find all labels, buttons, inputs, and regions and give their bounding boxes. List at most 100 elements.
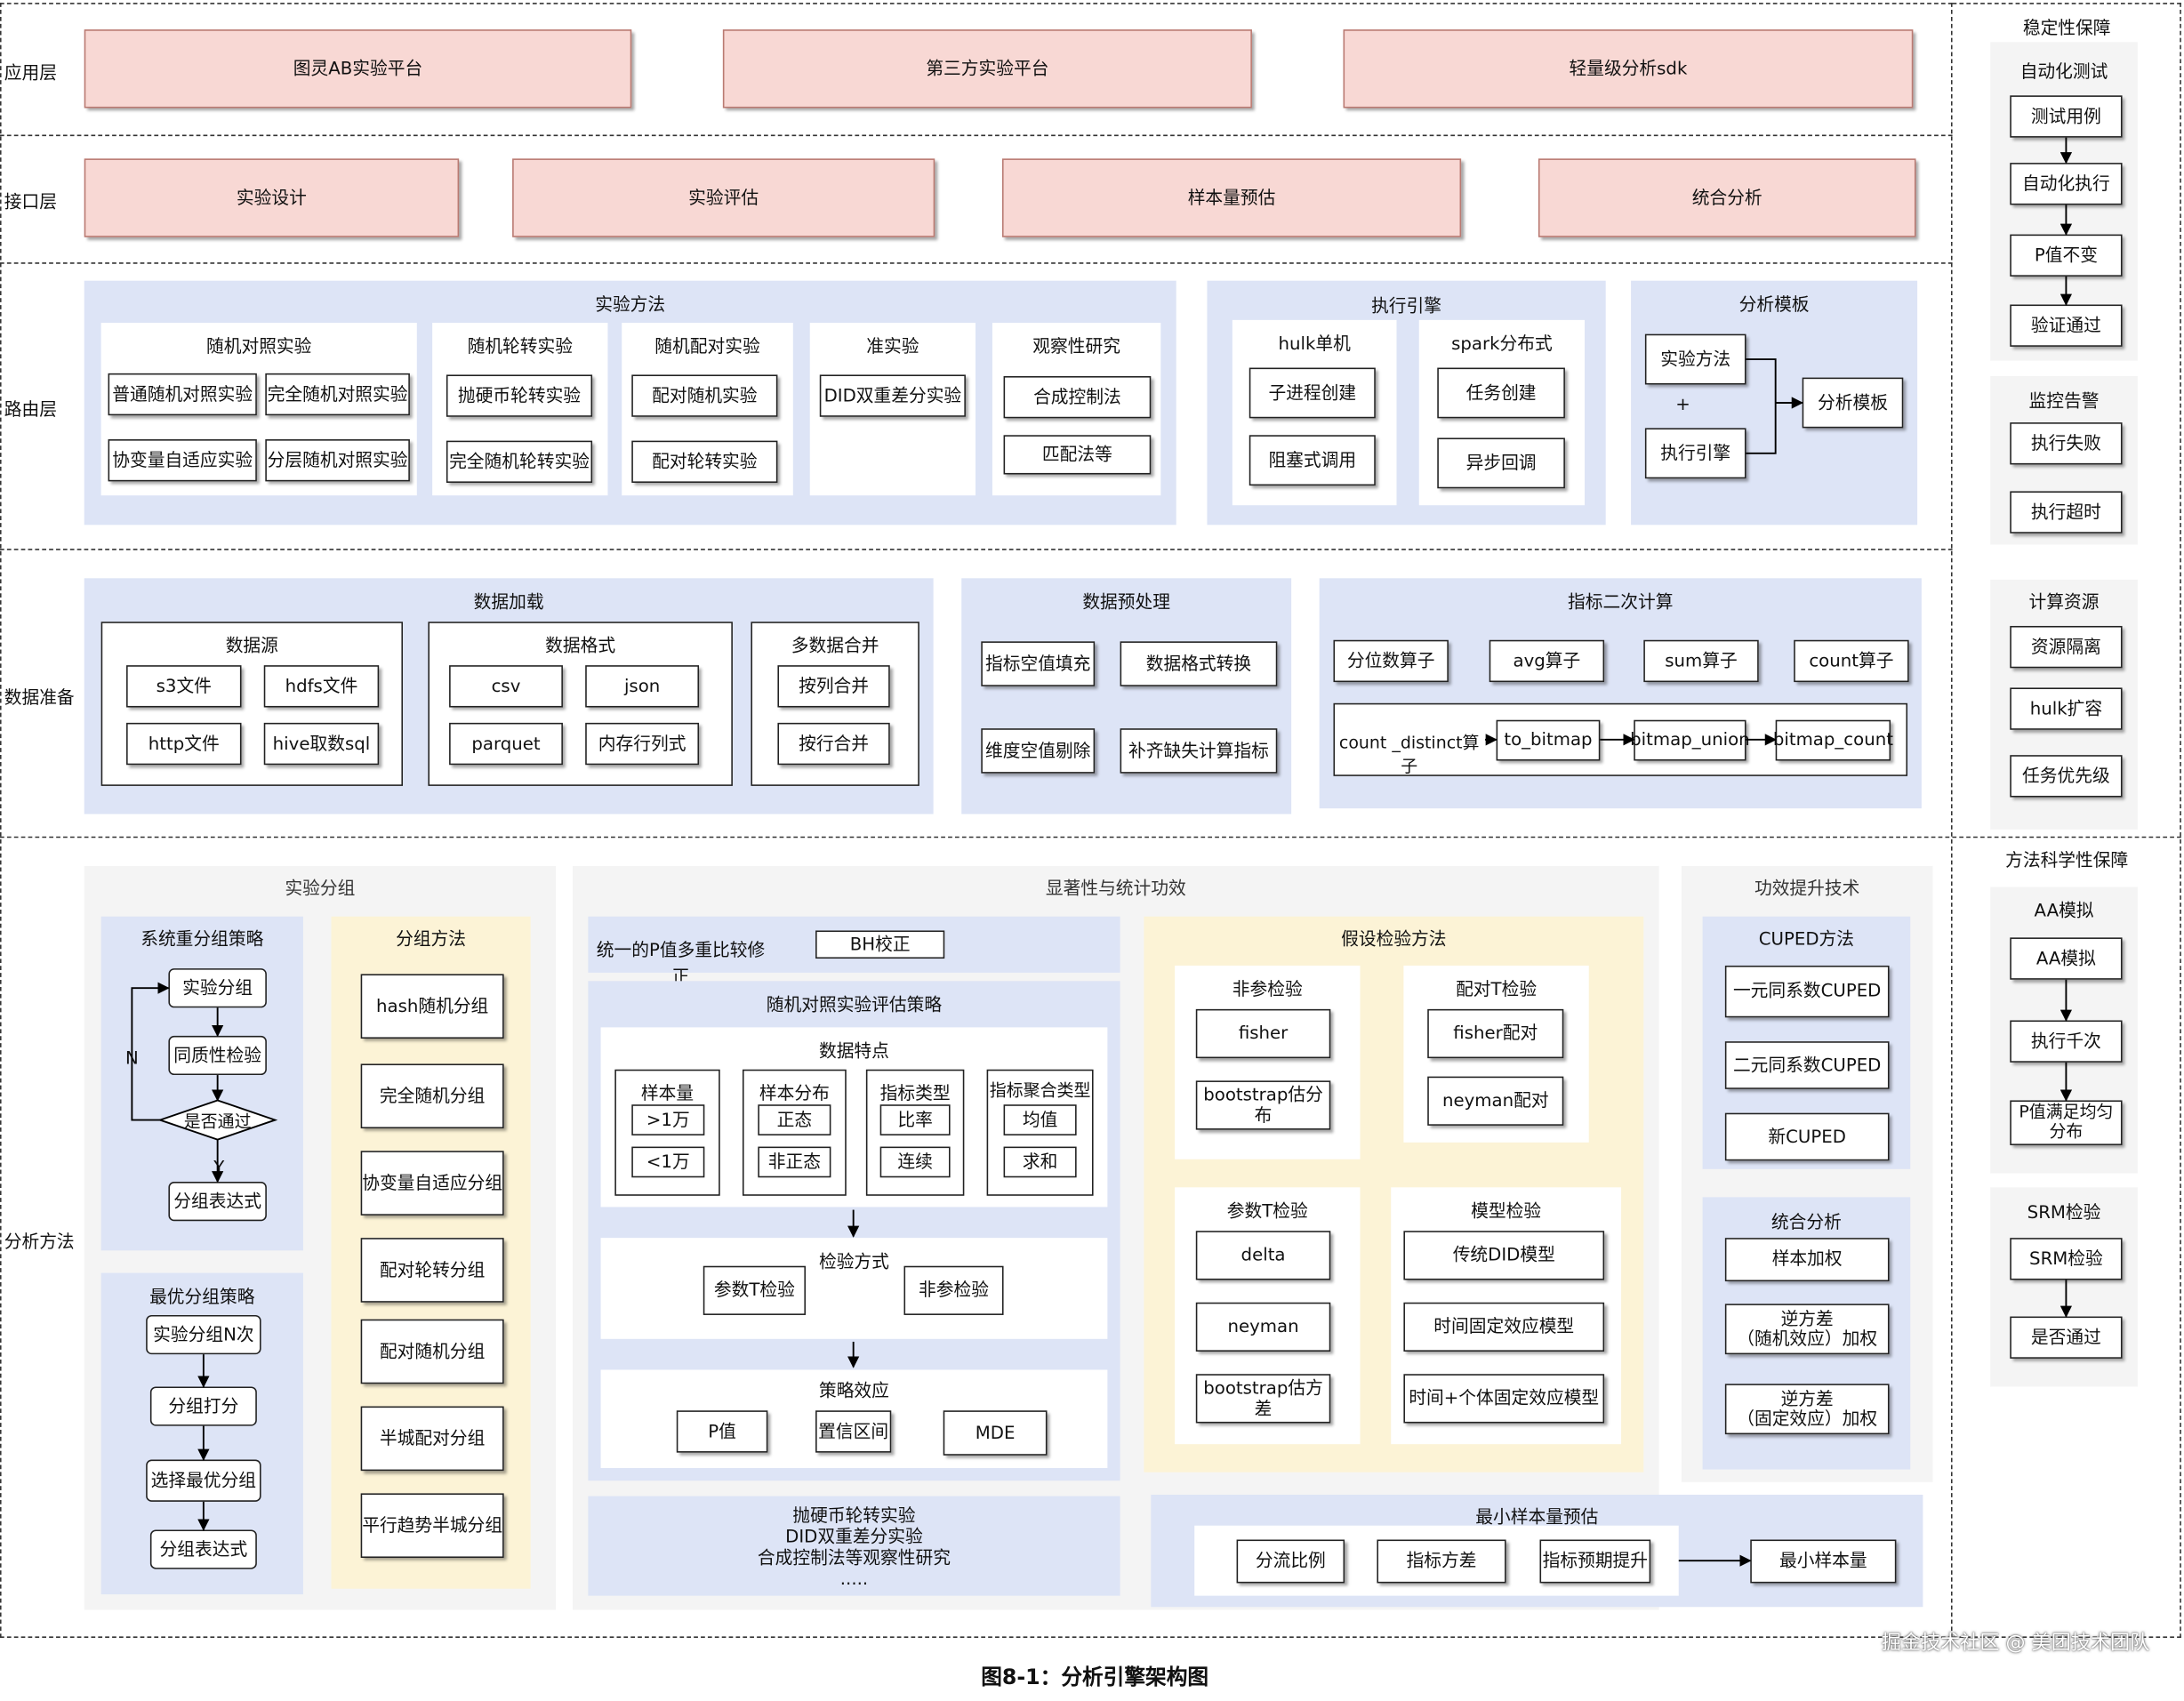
effect-box: MDE [943,1410,1048,1456]
panel-title: 最优分组策略 [149,1285,255,1307]
method-box: 分层随机对照实验 [265,439,410,482]
feature-title: 样本量 [640,1081,695,1103]
feature-card [986,1069,1094,1196]
right-box: 资源隔离 [2010,625,2123,669]
app-box: 图灵AB实验平台 [84,29,632,108]
method-box: 合成控制法 [1003,376,1152,419]
group-method-box: 完全随机分组 [360,1063,504,1129]
chain-box: bitmap_count [1773,719,1893,761]
api-box: 统合分析 [1538,158,1916,237]
method-box: 完全随机轮转实验 [446,440,593,483]
right-box: 执行超时 [2010,491,2123,534]
card-title: 非参检验 [1232,978,1303,999]
test-box: 非参检验 [903,1265,1004,1315]
preprocess-box: 补齐缺失计算指标 [1120,728,1278,774]
panel-title: 系统重分组策略 [141,927,264,949]
right-box: hulk扩容 [2010,687,2123,730]
feature-card [865,1069,965,1196]
panel-title: 实验分组 [285,877,356,899]
right-section-title: 方法科学性保障 [2005,848,2129,871]
right-box: 是否通过 [2010,1316,2123,1359]
min-sample-box: 分流比例 [1236,1539,1345,1584]
feature-box: 非正态 [758,1146,831,1178]
panel-title: 指标二次计算 [1568,590,1674,613]
flow-box: 实验分组N次 [146,1314,261,1355]
method-box: 匹配法等 [1003,435,1152,475]
format-box: 内存行列式 [585,722,700,766]
layer-label-app: 应用层 [4,61,57,84]
operator-box: 分位数算子 [1333,639,1449,683]
figure-caption: 图8-1：分析引擎架构图 [981,1664,1209,1690]
panel-title: 分析模板 [1738,293,1810,315]
group-method-box: 协变量自适应分组 [360,1151,504,1216]
plus-sign: + [1675,392,1690,414]
method-box: 协变量自适应实验 [108,439,257,482]
feature-title: 指标类型 [879,1081,951,1103]
test-method-box: neyman [1195,1302,1331,1352]
test-card [600,1238,1108,1339]
watermark: 掘金技术社区 @ 美团技术团队 [1881,1632,2150,1655]
layer-label-analysis: 分析方法 [4,1231,75,1252]
chain-box: to_bitmap [1496,719,1601,761]
method-box: 普通随机对照实验 [108,373,257,416]
right-frame [1952,3,2181,1638]
card-title: 检验方式 [818,1250,889,1272]
preprocess-box: 维度空值剔除 [981,728,1096,774]
panel-title: AA模拟 [2034,899,2094,921]
card-title: 参数T检验 [1226,1200,1308,1222]
engine-title: spark分布式 [1451,333,1553,354]
layer-label-data: 数据准备 [4,686,75,708]
template-box: 分析模板 [1802,377,1904,429]
source-box: http文件 [126,722,242,766]
right-box: 自动化执行 [2010,163,2123,205]
method-box: 抛硬币轮转实验 [446,374,593,417]
flow-label-yes: Y [213,1156,225,1178]
panel-title: 功效提升技术 [1754,877,1860,899]
operator-box: avg算子 [1489,639,1605,683]
feature-box: 正态 [758,1104,831,1135]
merge-box: 按列合并 [777,665,890,708]
right-box: AA模拟 [2010,937,2123,980]
cuped-box: 一元同系数CUPED [1724,965,1890,1018]
meta-box: 样本加权 [1724,1238,1890,1282]
test-method-box: bootstrap估方差 [1195,1374,1331,1424]
right-box: 执行千次 [2010,1020,2123,1063]
method-box: 完全随机对照实验 [265,373,410,416]
test-method-box: neyman配对 [1427,1076,1564,1126]
min-sample-box: 指标方差 [1377,1539,1506,1584]
chain-label: count _distinct算子 [1338,732,1480,776]
feature-box: 比率 [879,1104,951,1135]
flow-label-no: N [124,1047,139,1069]
panel-title: 分组方法 [396,927,467,949]
right-box: 测试用例 [2010,95,2123,138]
panel-title: 最小样本量预估 [1475,1505,1599,1528]
effect-box: P值 [676,1410,768,1453]
method-box: 配对轮转实验 [631,440,778,483]
panel-title: 计算资源 [2028,590,2100,613]
panel-title: 显著性与统计功效 [1045,877,1186,899]
divider [0,549,1953,550]
feature-title: 指标聚合类型 [989,1080,1091,1101]
test-box: 参数T检验 [703,1265,807,1315]
test-method-box: fisher [1195,1008,1331,1059]
preprocess-box: 指标空值填充 [981,641,1096,686]
test-method-box: bootstrap估分布 [1195,1080,1331,1130]
min-sample-result-box: 最小样本量 [1750,1539,1897,1584]
feature-box: <1万 [631,1146,705,1178]
source-box: s3文件 [126,665,242,708]
right-box: P值满足均匀分布 [2010,1100,2123,1145]
feature-box: 求和 [1003,1146,1077,1178]
group-title: 准实验 [866,335,919,357]
card-title: 数据源 [225,634,278,656]
test-method-box: 时间+个体固定效应模型 [1403,1374,1605,1424]
meta-box: 逆方差 （固定效应）加权 [1724,1384,1890,1435]
divider [0,262,1953,264]
divider [0,836,2181,838]
group-method-box: 配对随机分组 [360,1319,504,1384]
effect-box: 置信区间 [815,1410,892,1453]
cuped-box: 二元同系数CUPED [1724,1041,1890,1089]
app-box: 第三方实验平台 [722,29,1252,108]
min-sample-box: 指标预期提升 [1539,1539,1651,1584]
feature-box: 均值 [1003,1104,1077,1135]
layer-label-route: 路由层 [4,398,57,420]
